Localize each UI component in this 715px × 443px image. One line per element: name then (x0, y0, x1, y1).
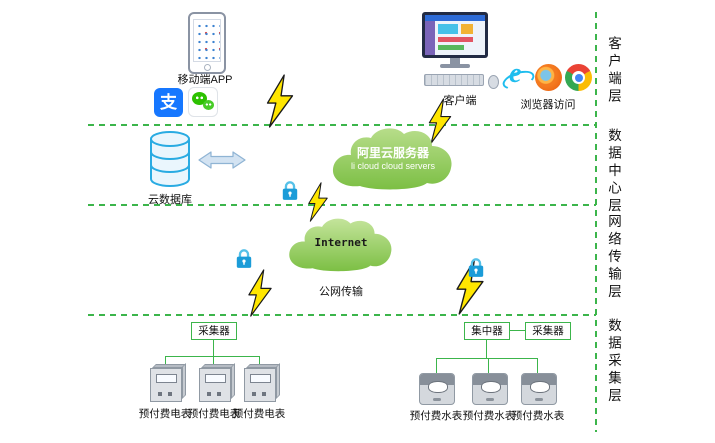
layer-label-collection: 数据采集层 (606, 318, 621, 406)
lightning-connector-icon (262, 74, 298, 128)
keyboard-icon (424, 74, 484, 86)
internet-label: Internet (314, 236, 368, 249)
phone-screen (193, 19, 221, 62)
electric-meter-label: 预付费电表 (232, 408, 286, 420)
connector-line (165, 356, 166, 368)
desktop-computer-icon (420, 12, 500, 90)
connector-line (259, 356, 260, 368)
alipay-icon: 支 (154, 88, 183, 117)
mobile-app-label: 移动端APP (177, 74, 233, 86)
electric-meter-icon (199, 362, 235, 402)
collector-box-left: 采集器 (191, 322, 237, 340)
connector-line (486, 340, 487, 358)
wechat-icon (188, 87, 218, 117)
lock-icon (281, 179, 299, 206)
smartphone-icon (188, 12, 226, 74)
electric-meter-icon (244, 362, 280, 402)
electric-meter-label: 预付费电表 (138, 408, 192, 420)
water-meter-label: 预付费水表 (409, 410, 463, 422)
water-meter-icon (521, 373, 557, 405)
layer-divider-vertical (595, 12, 597, 432)
cloud-database-icon (148, 130, 192, 193)
browser-access-label: 浏览器访问 (520, 99, 576, 111)
layer-divider (88, 314, 596, 316)
sync-arrow-icon (198, 150, 246, 175)
layer-divider (88, 124, 596, 126)
firefox-browser-icon (535, 64, 562, 91)
client-label: 客户端 (443, 95, 477, 107)
electric-meter-icon (150, 362, 186, 402)
connector-line (436, 358, 538, 359)
wechat-bubble-small-icon (203, 100, 214, 110)
lightning-connector-icon (243, 269, 277, 317)
connector-line (488, 358, 489, 373)
layer-label-client: 客户端层 (606, 36, 621, 106)
lock-icon (235, 247, 253, 274)
water-meter-label: 预付费水表 (511, 410, 565, 422)
ie-browser-icon: e (500, 58, 537, 93)
ali-cloud-subtitle: li cloud cloud servers (350, 161, 436, 171)
water-meter-label: 预付费水表 (462, 410, 516, 422)
internet-cloud-shape: Internet (285, 211, 397, 279)
ali-cloud-title: 阿里云服务器 (356, 146, 429, 160)
monitor-icon (422, 12, 488, 58)
phone-home-button (203, 63, 211, 71)
chrome-browser-icon (565, 64, 592, 91)
lock-icon (467, 256, 485, 283)
electric-meter-label: 预付费电表 (187, 408, 241, 420)
water-meter-icon (472, 373, 508, 405)
water-meter-icon (419, 373, 455, 405)
lightning-connector-icon (452, 259, 488, 315)
layer-label-network: 网络传输层 (606, 214, 621, 302)
concentrator-box: 集中器 (464, 322, 510, 340)
connector-line (537, 358, 538, 373)
ali-cloud-shape: 阿里云服务器 li cloud cloud servers (326, 124, 460, 194)
connector-line (213, 340, 214, 356)
layer-label-datacenter: 数据中心层 (606, 128, 621, 216)
connector-line (213, 356, 214, 368)
layer-divider (88, 204, 596, 206)
connector-line (165, 356, 260, 357)
cloud-database-label: 云数据库 (148, 194, 192, 206)
mouse-icon (488, 75, 499, 89)
connector-line (510, 330, 525, 331)
collector-box-right: 采集器 (525, 322, 571, 340)
connector-line (436, 358, 437, 373)
public-network-label: 公网传输 (319, 286, 363, 298)
lightning-connector-icon (303, 182, 333, 222)
